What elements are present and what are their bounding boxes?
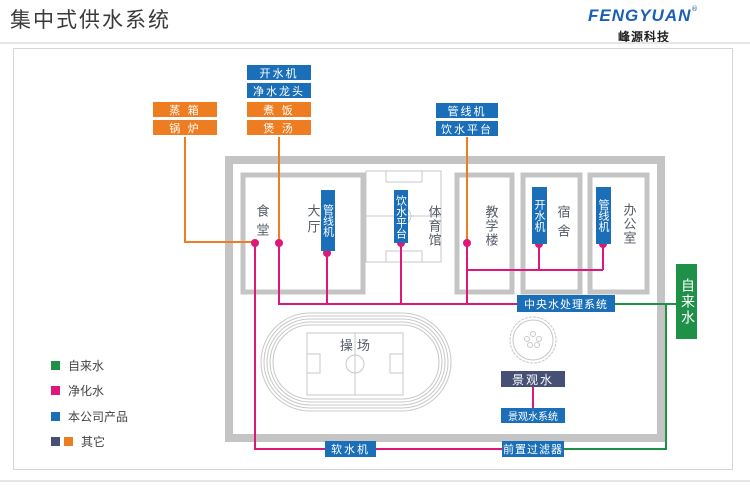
brand-name-cn: 峰源科技 — [618, 30, 671, 44]
legend-label: 本公司产品 — [68, 410, 129, 424]
device-office-label: 管线机 — [597, 199, 610, 232]
device-dorm-label: 开水机 — [533, 199, 546, 232]
water-softener: 软水机 — [325, 441, 376, 457]
campus-wall — [225, 156, 665, 442]
diagram-frame — [13, 48, 733, 470]
product-drinking-platform: 饮水平台 — [436, 121, 498, 136]
legend-label: 其它 — [81, 435, 106, 449]
building-teaching-label: 教学楼 — [482, 205, 498, 247]
teaching-building — [454, 172, 515, 295]
device-gym-label: 饮水平台 — [394, 194, 408, 239]
legend-item-other: 其它 — [51, 433, 105, 450]
landscape-water: 景观水 — [501, 371, 565, 387]
legend-item-tap-water: 自来水 — [51, 357, 104, 374]
pipe-junctions — [251, 239, 607, 386]
building-canteen: 食堂 — [253, 204, 269, 242]
device-office-pipeline-machine: 管线机 — [596, 187, 611, 244]
dorm-building — [520, 172, 583, 295]
legend-label: 自来水 — [68, 359, 105, 373]
legend-item-purified-water: 净化水 — [51, 382, 104, 399]
device-gym-drinking-platform: 饮水平台 — [394, 190, 408, 243]
legend-swatch-orange — [64, 437, 73, 446]
building-dorm: 宿舍 — [554, 205, 570, 243]
tap-water-source-label: 自来水 — [679, 277, 695, 326]
building-office-label: 办公室 — [620, 203, 636, 245]
tap-water-pipes — [563, 303, 676, 450]
canteen-hall-building — [240, 172, 366, 295]
purified-water-pipes — [254, 243, 604, 450]
office-building — [587, 172, 650, 295]
central-water-treatment: 中央水处理系统 — [517, 295, 615, 312]
header-divider — [0, 42, 750, 44]
legend-item-company-product: 本公司产品 — [51, 408, 128, 425]
registered-mark: ® — [691, 5, 698, 13]
product-pipeline-machine: 管线机 — [436, 103, 498, 118]
page-title: 集中式供水系统 — [10, 8, 171, 32]
product-boiling-water-machine: 开水机 — [247, 65, 311, 80]
building-gym: 体育馆 — [425, 205, 441, 247]
fountain-icon — [509, 316, 557, 364]
brand-logo: FENGYUAN — [588, 6, 692, 25]
legend-label: 净化水 — [68, 384, 105, 398]
footer-divider — [0, 480, 750, 482]
building-hall: 大厅 — [304, 204, 320, 236]
legend-swatch-navy — [51, 437, 60, 446]
building-dorm-label: 宿舍 — [554, 205, 570, 243]
legend-swatch-green — [51, 361, 60, 370]
playground-track — [260, 312, 452, 412]
label-steamer: 蒸 箱 — [153, 102, 217, 117]
label-make-soup: 煲 汤 — [247, 120, 311, 135]
legend-swatch-blue — [51, 412, 60, 421]
label-boiler: 锅 炉 — [153, 120, 217, 135]
building-gym-label: 体育馆 — [425, 205, 441, 247]
building-hall-label: 大厅 — [304, 204, 320, 236]
device-hall-label: 管线机 — [321, 204, 335, 237]
building-canteen-label: 食堂 — [253, 204, 269, 242]
pre-filter: 前置过滤器 — [502, 441, 564, 457]
legend-swatch-magenta — [51, 386, 60, 395]
building-teaching: 教学楼 — [482, 205, 498, 247]
playground-label: 操 场 — [339, 339, 371, 354]
product-purified-faucet: 净水龙头 — [247, 83, 311, 98]
landscape-water-system: 景观水系统 — [501, 408, 565, 423]
device-hall-pipeline-machine: 管线机 — [321, 190, 335, 251]
device-dorm-boiling-machine: 开水机 — [532, 187, 547, 244]
building-office: 办公室 — [620, 203, 636, 245]
tap-water-source: 自来水 — [676, 264, 697, 339]
playground: 操 场 — [335, 337, 375, 356]
label-cook-rice: 煮 饭 — [247, 102, 311, 117]
